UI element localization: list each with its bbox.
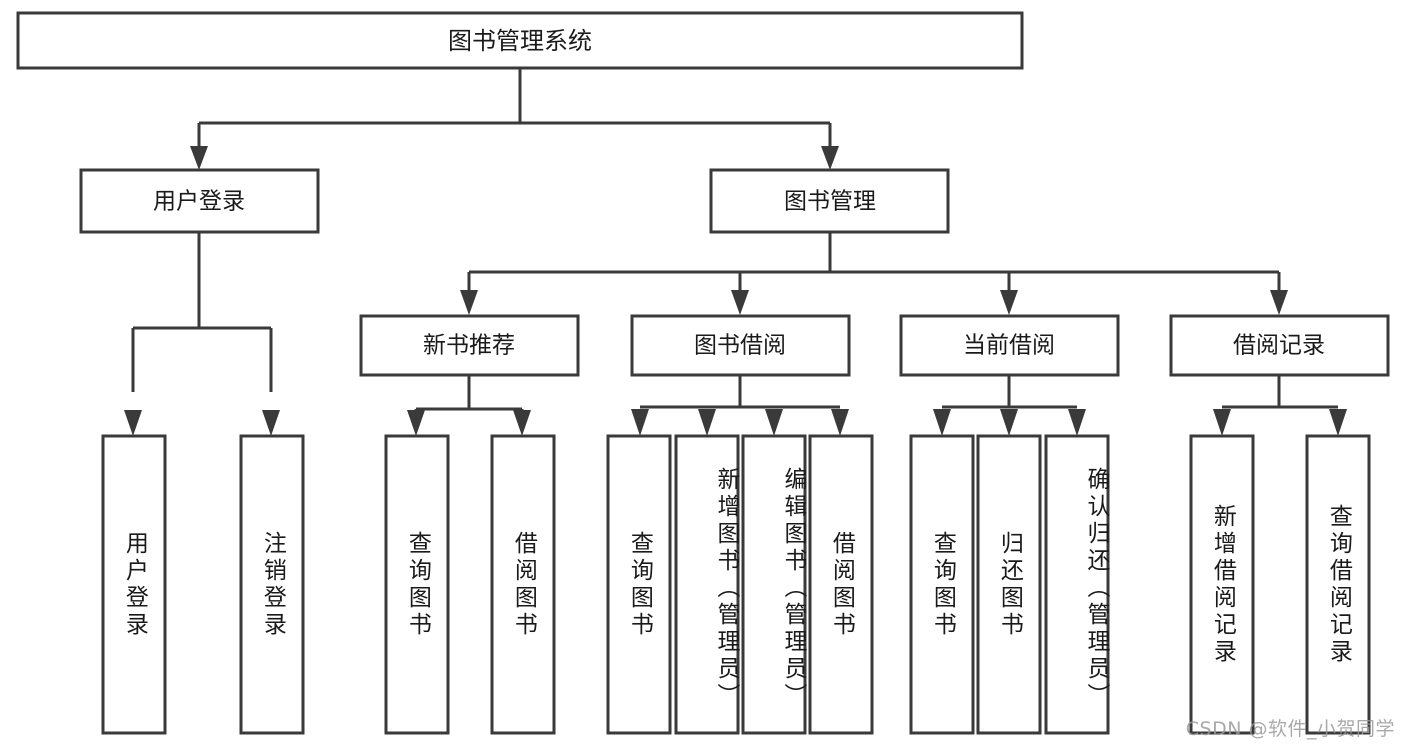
- connector-group-records: [1213, 375, 1347, 436]
- arrow-head-icon-records-2: [1329, 409, 1347, 436]
- node-current-borrow[interactable]: 当前借阅: [899, 314, 1120, 377]
- node-box-leaf-add-book-admin[interactable]: [674, 434, 740, 735]
- node-borrow-records[interactable]: 借阅记录: [1169, 314, 1390, 377]
- node-box-leaf-return-book[interactable]: [976, 434, 1042, 735]
- arrow-head-icon-books-3: [1000, 290, 1018, 315]
- node-label-book-management: 图书管理: [784, 189, 876, 215]
- node-label-user-login: 用户登录: [153, 189, 245, 215]
- arrow-head-icon-newbooks-2: [513, 410, 531, 436]
- node-box-leaf-borrow-books-2[interactable]: [808, 434, 874, 735]
- arrow-head-icon-borrow-4: [831, 409, 849, 436]
- arrow-head-icon-current-2: [1000, 409, 1018, 436]
- node-box-current-borrow[interactable]: [899, 314, 1120, 377]
- node-label-current-borrow: 当前借阅: [963, 333, 1055, 359]
- node-box-leaf-query-books-2[interactable]: [606, 434, 672, 735]
- arrow-head-icon-records-1: [1213, 409, 1231, 436]
- node-box-leaf-query-books-3[interactable]: [909, 434, 975, 735]
- node-box-new-book-recommend[interactable]: [359, 314, 580, 377]
- connector-group-book-mgmt: [460, 232, 1288, 315]
- connector-group-user-login: [124, 232, 280, 436]
- node-label-book-borrow: 图书借阅: [694, 333, 786, 359]
- node-box-leaf-edit-book-admin[interactable]: [741, 434, 807, 735]
- node-box-leaf-query-record[interactable]: [1305, 434, 1371, 735]
- node-box-borrow-records[interactable]: [1169, 314, 1390, 377]
- arrow-head-icon-root-login: [190, 146, 208, 170]
- node-box-leaf-logout[interactable]: [239, 434, 305, 735]
- arrow-head-icon-books-1: [460, 290, 478, 315]
- node-root-system[interactable]: 图书管理系统: [16, 11, 1024, 70]
- connector-group-borrow: [631, 375, 849, 436]
- node-box-leaf-add-record[interactable]: [1189, 434, 1255, 735]
- arrow-head-icon-borrow-3: [765, 409, 783, 436]
- node-box-user-login[interactable]: [79, 168, 320, 234]
- arrow-head-icon-books-2: [731, 290, 749, 315]
- node-box-leaf-borrow-books-1[interactable]: [490, 434, 556, 735]
- arrow-head-icon-borrow-1: [631, 409, 649, 436]
- arrow-head-icon-books-4: [1270, 290, 1288, 315]
- node-box-leaf-confirm-return-admin[interactable]: [1044, 434, 1110, 735]
- node-box-leaf-query-books-1[interactable]: [384, 434, 450, 735]
- connector-group-root: [190, 68, 839, 170]
- node-box-book-management[interactable]: [709, 168, 950, 234]
- arrow-head-icon-current-1: [933, 409, 951, 436]
- arrow-head-icon-root-books: [821, 146, 839, 170]
- node-label-new-book-recommend: 新书推荐: [423, 333, 515, 359]
- arrow-head-icon-newbooks-1: [407, 410, 425, 436]
- node-label-root: 图书管理系统: [448, 27, 592, 55]
- node-label-borrow-records: 借阅记录: [1233, 333, 1325, 359]
- arrow-head-icon-login-2: [262, 410, 280, 436]
- watermark-text: CSDN @软件_小贺同学: [1185, 718, 1395, 740]
- node-user-login[interactable]: 用户登录: [79, 168, 320, 234]
- node-box-leaf-user-login[interactable]: [101, 434, 167, 735]
- arrow-head-icon-login-1: [124, 410, 142, 436]
- connector-group-current: [933, 375, 1086, 436]
- node-new-book-recommend[interactable]: 新书推荐: [359, 314, 580, 377]
- node-box-book-borrow[interactable]: [630, 314, 851, 377]
- node-book-management[interactable]: 图书管理: [709, 168, 950, 234]
- node-book-borrow[interactable]: 图书借阅: [630, 314, 851, 377]
- node-box-root[interactable]: [16, 11, 1024, 70]
- connector-group-new-books: [407, 375, 531, 436]
- arrow-head-icon-current-3: [1068, 409, 1086, 436]
- arrow-head-icon-borrow-2: [698, 409, 716, 436]
